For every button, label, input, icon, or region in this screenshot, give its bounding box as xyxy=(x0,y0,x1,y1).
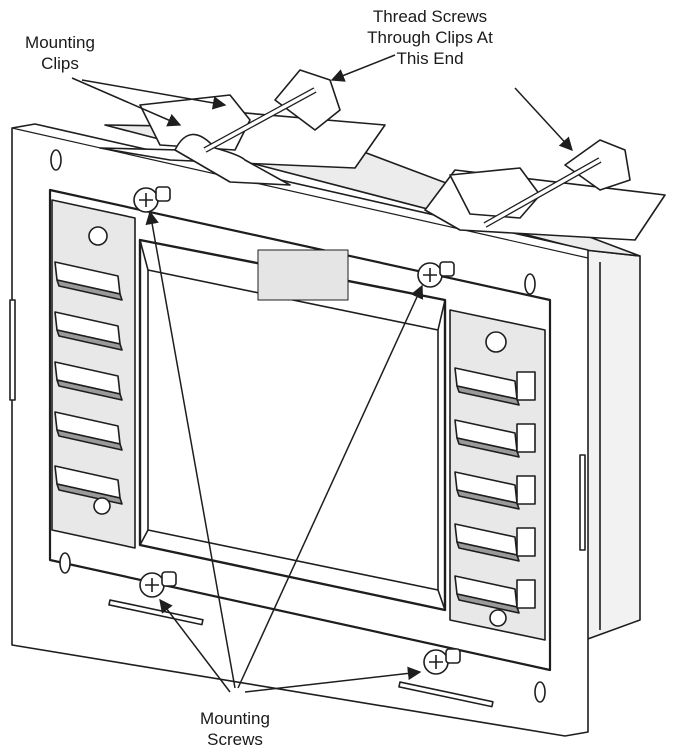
thread-screws-label: Thread Screws Through Clips At This End xyxy=(345,6,515,69)
keyhole-slot-icon xyxy=(524,273,536,295)
key-button xyxy=(454,575,536,614)
mounting-screws-label: Mounting Screws xyxy=(180,708,290,750)
screw-arrow xyxy=(159,598,231,693)
left-button-strip xyxy=(51,199,136,549)
screw-arrow xyxy=(237,284,424,689)
callout-line: Through Clips At xyxy=(367,28,493,47)
key-button xyxy=(54,361,123,401)
key-button xyxy=(454,367,536,406)
key-button xyxy=(454,471,536,510)
mounting-screw-icon xyxy=(423,648,461,675)
thread-arrow xyxy=(514,87,573,151)
screw-arrow xyxy=(244,666,422,693)
screw-arrow xyxy=(145,210,236,689)
keyhole-slot-icon xyxy=(534,681,546,703)
mounting-screw-icon xyxy=(139,571,177,598)
strip-screw-icon xyxy=(88,226,108,246)
callout-line: Mounting xyxy=(25,33,95,52)
mounting-screw-icon xyxy=(133,186,171,213)
callout-line: Mounting xyxy=(200,709,270,728)
display-window xyxy=(138,238,447,612)
clip-arrow xyxy=(81,79,227,110)
right-button-strip xyxy=(449,309,546,641)
clip-arrow xyxy=(71,77,182,127)
key-button xyxy=(454,419,536,458)
strip-screw-icon xyxy=(93,497,111,515)
leader-arrows xyxy=(71,54,573,693)
keyhole-slot-icon xyxy=(50,149,62,171)
mounting-clips-label: Mounting Clips xyxy=(10,32,110,74)
callout-line: Clips xyxy=(41,54,79,73)
key-button xyxy=(54,311,123,351)
key-button xyxy=(54,411,123,451)
mounting-clip-icon xyxy=(424,139,666,241)
strip-screw-icon xyxy=(489,609,507,627)
key-button xyxy=(454,523,536,562)
keyhole-slot-icon xyxy=(59,552,71,574)
key-button xyxy=(54,261,123,301)
callout-line: This End xyxy=(396,49,464,68)
strip-screw-icon xyxy=(485,331,507,353)
callout-line: Thread Screws xyxy=(372,7,488,26)
mounting-screw-icon xyxy=(417,261,455,288)
thread-arrow xyxy=(330,54,396,82)
callout-line: Screws xyxy=(207,730,263,749)
